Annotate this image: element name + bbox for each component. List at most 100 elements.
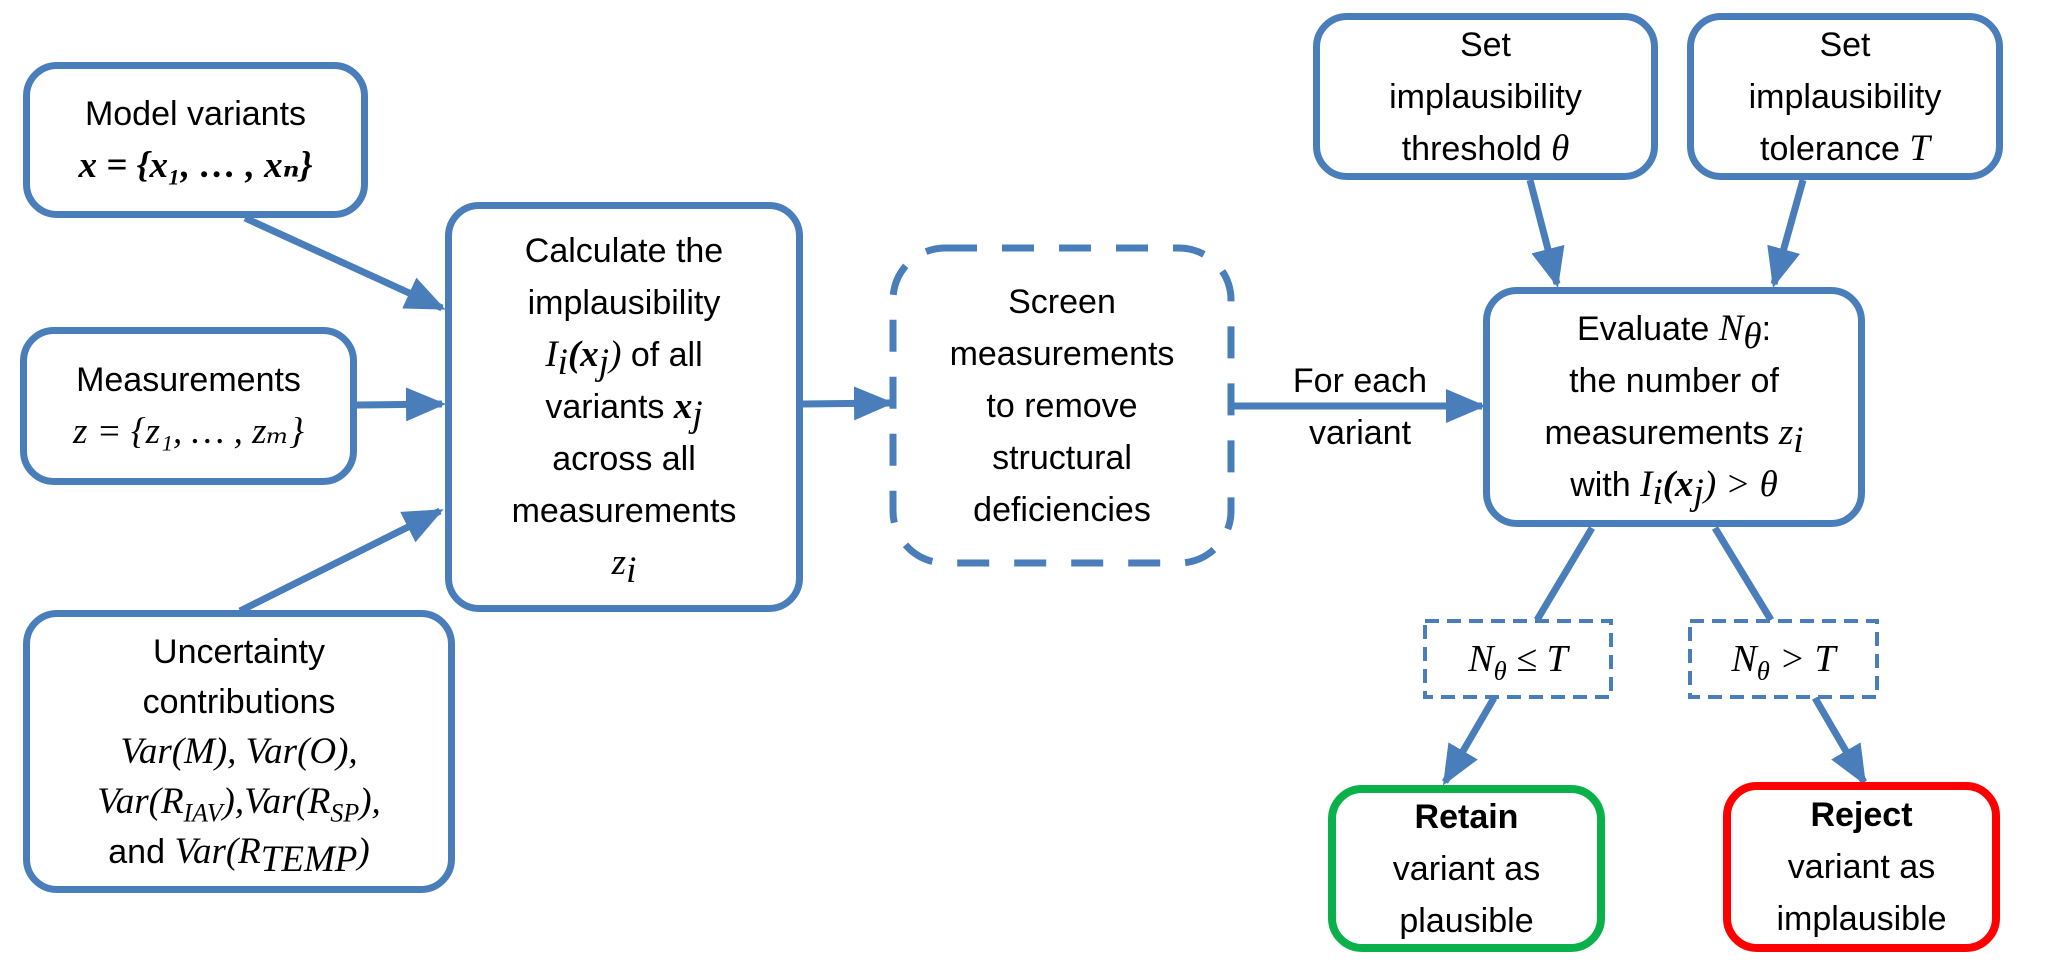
- i-subscript: i: [557, 341, 568, 383]
- i-symbol: I: [1640, 464, 1653, 505]
- var-close: ),: [359, 780, 381, 822]
- evaluate-text: Evaluate: [1576, 310, 1719, 348]
- calculate-line-6: measurements: [511, 492, 737, 530]
- arrow-tolerance-to-evaluate: [1767, 179, 1807, 288]
- reject-box: Reject variant as implausible: [1723, 782, 2000, 952]
- model-variants-label: Model variants: [84, 95, 307, 133]
- and-text: and: [108, 832, 165, 871]
- colon: :: [1761, 310, 1772, 348]
- threshold-line-1: Set: [1459, 25, 1512, 64]
- n-symbol: N: [1718, 308, 1744, 349]
- j-subscript: j: [1693, 471, 1704, 513]
- z-symbol: z: [1778, 412, 1794, 453]
- screen-box-border: [889, 244, 1235, 567]
- calculate-line-1: Calculate the: [524, 232, 724, 270]
- condition-gt-text: Nθ > T: [1731, 633, 1835, 685]
- variants-text: variants: [545, 388, 674, 426]
- arrow-calculate-to-screen: [802, 386, 894, 421]
- condition-le-box: Nθ ≤ T: [1425, 621, 1611, 697]
- le-t: ≤ T: [1506, 638, 1568, 680]
- set-threshold-box: Set implausibility threshold θ: [1313, 13, 1658, 180]
- with-text: with: [1570, 466, 1641, 504]
- j-subscript: j: [598, 341, 610, 383]
- x-symbol: x: [673, 386, 693, 427]
- cond-le-box-border: [1423, 619, 1613, 699]
- measurements-box: Measurements z = {z₁, … , zₘ}: [20, 327, 357, 485]
- tolerance-line-1: Set: [1819, 25, 1871, 64]
- close-paren: ): [609, 334, 622, 375]
- theta-subscript: θ: [1493, 655, 1507, 686]
- evaluate-n-theta-box: Evaluate Nθ: the number of measurements …: [1483, 287, 1865, 527]
- condition-le-text: Nθ ≤ T: [1468, 633, 1567, 685]
- cond-gt-box-border: [1688, 619, 1879, 699]
- uncertainty-label-1: Uncertainty: [153, 632, 325, 671]
- arrow-threshold-to-evaluate: [1526, 179, 1565, 288]
- calculate-line-3: Ii(xj) of all: [545, 329, 702, 381]
- evaluate-line-2: the number of: [1569, 362, 1779, 400]
- of-all-text: of all: [621, 336, 703, 374]
- measurements-text: measurements: [1544, 414, 1779, 452]
- j-subscript: j: [692, 393, 703, 435]
- n-symbol: N: [1468, 638, 1494, 680]
- x-symbol: (x: [567, 334, 599, 375]
- model-variants-set: x = {x₁, … , xₙ}: [78, 145, 313, 186]
- reject-line-3: implausible: [1776, 900, 1947, 938]
- var-r-iav: Var(R: [97, 780, 184, 822]
- retain-title: Retain: [1414, 797, 1519, 836]
- arrow-cond-gt-to-reject: [1811, 696, 1868, 786]
- calculate-line-5: across all: [552, 440, 696, 478]
- screen-line-4: structural: [992, 438, 1132, 477]
- uncertainty-var-r-iav-sp: Var(RIAV),Var(RSP),: [97, 777, 381, 827]
- screen-line-5: deficiencies: [973, 490, 1151, 529]
- n-symbol: N: [1731, 638, 1757, 680]
- tolerance-line-3: tolerance T: [1760, 123, 1930, 175]
- measurements-label: Measurements: [76, 361, 301, 399]
- i-symbol: I: [545, 334, 558, 375]
- var-r-temp: Var(R: [174, 830, 261, 872]
- arrow-model-to-calculate: [243, 214, 446, 312]
- for-each-line-1: For each: [1292, 362, 1428, 400]
- evaluate-line-1: Evaluate Nθ:: [1577, 303, 1771, 355]
- screen-measurements-box: Screen measurements to remove structural…: [893, 248, 1231, 563]
- i-subscript: i: [1793, 419, 1804, 461]
- for-each-variant-label: For each variant: [1255, 355, 1465, 459]
- tolerance-line-2: implausibility: [1748, 77, 1942, 116]
- line-evaluate-to-cond-le: [1533, 526, 1596, 622]
- retain-box: Retain variant as plausible: [1328, 785, 1605, 952]
- var-r-sp: ),Var(R: [222, 780, 331, 822]
- tolerance-text: tolerance: [1760, 129, 1910, 168]
- t-symbol: T: [1909, 127, 1930, 169]
- reject-line-2: variant as: [1787, 848, 1936, 886]
- subscript-iav: IAV: [183, 797, 223, 827]
- x-symbol: (x: [1662, 464, 1694, 505]
- arrow-cond-le-to-retain: [1441, 696, 1498, 786]
- arrow-uncertainty-to-calculate: [238, 507, 444, 615]
- z-symbol: z: [611, 542, 627, 583]
- calculate-implausibility-box: Calculate the implausibility Ii(xj) of a…: [445, 202, 803, 612]
- uncertainty-var-m-o: Var(M), Var(O),: [120, 730, 358, 772]
- theta-subscript: θ: [1756, 655, 1770, 686]
- evaluate-line-4: with Ii(xj) > θ: [1570, 459, 1778, 511]
- gt-t: > T: [1769, 638, 1836, 680]
- i-subscript: i: [1652, 471, 1663, 513]
- set-tolerance-box: Set implausibility tolerance T: [1687, 13, 2003, 180]
- theta-subscript: θ: [1743, 315, 1762, 357]
- screen-line-2: measurements: [949, 334, 1175, 373]
- screen-line-1: Screen: [1008, 282, 1116, 321]
- threshold-text: threshold: [1401, 129, 1552, 168]
- subscript-temp: TEMP: [260, 838, 358, 880]
- reject-title: Reject: [1810, 796, 1913, 834]
- evaluate-line-3: measurements zi: [1544, 407, 1803, 459]
- line-evaluate-to-cond-gt: [1712, 526, 1774, 622]
- uncertainty-var-r-temp: and Var(RTEMP): [108, 827, 369, 880]
- calculate-line-4: variants xj: [545, 381, 702, 433]
- threshold-line-2: implausibility: [1389, 77, 1582, 116]
- for-each-line-2: variant: [1308, 414, 1412, 452]
- threshold-line-3: threshold θ: [1402, 123, 1570, 175]
- condition-gt-box: Nθ > T: [1690, 621, 1877, 697]
- arrow-measurements-to-calculate: [356, 387, 446, 422]
- screen-line-3: to remove: [986, 386, 1138, 425]
- model-variants-box: Model variants x = {x₁, … , xₙ}: [23, 62, 368, 218]
- subscript-sp: SP: [330, 797, 360, 827]
